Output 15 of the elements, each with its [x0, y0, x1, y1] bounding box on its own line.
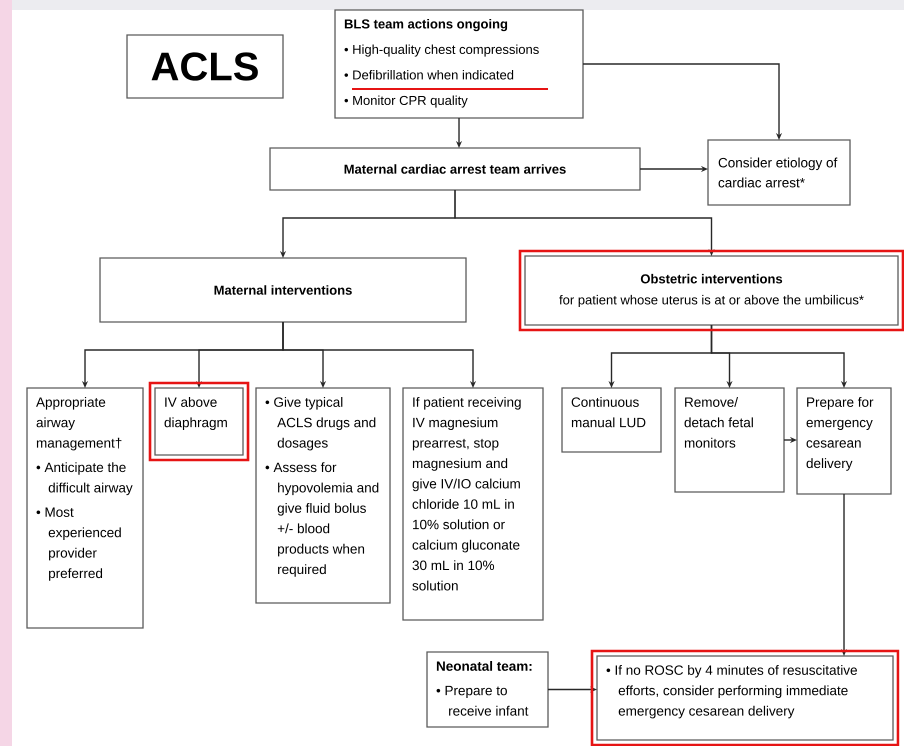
process-box: Maternal cardiac arrest team arrives: [269, 147, 641, 191]
process-box: IV above diaphragm: [154, 387, 244, 456]
process-box: If patient receiving IV magnesium prearrest, stop magnesium and give IV/IO calcium chloride 10 mL in 10% solution or calcium gluconate 30 mL in 10% solution: [402, 387, 544, 621]
process-box: • Give typical ACLS drugs and dosages • Assess for hypovolemia and give fluid bolus +/- blood products when required: [255, 387, 391, 604]
process-box: Appropriate airway management† • Anticipate the difficult airway • Most experienced provider preferred: [26, 387, 144, 629]
process-box: Neonatal team: • Prepare to receive infant: [426, 651, 549, 728]
process-box: Maternal interventions: [99, 257, 467, 323]
title-box: ACLS: [126, 34, 284, 99]
process-box: BLS team actions ongoing • High-quality chest compressions • Defibrillation when indicated • Monitor CPR quality: [334, 9, 584, 119]
process-box: Prepare for emergency cesarean delivery: [796, 387, 892, 495]
process-box: Obstetric interventions for patient whose uterus is at or above the umbilicus*: [524, 255, 899, 326]
process-box: • If no ROSC by 4 minutes of resuscitative efforts, consider performing immediate emergency cesarean delivery: [596, 655, 894, 741]
process-box: Continuous manual LUD: [561, 387, 662, 453]
process-box: Consider etiology of cardiac arrest*: [707, 139, 851, 206]
process-box: Remove/ detach fetal monitors: [674, 387, 785, 493]
